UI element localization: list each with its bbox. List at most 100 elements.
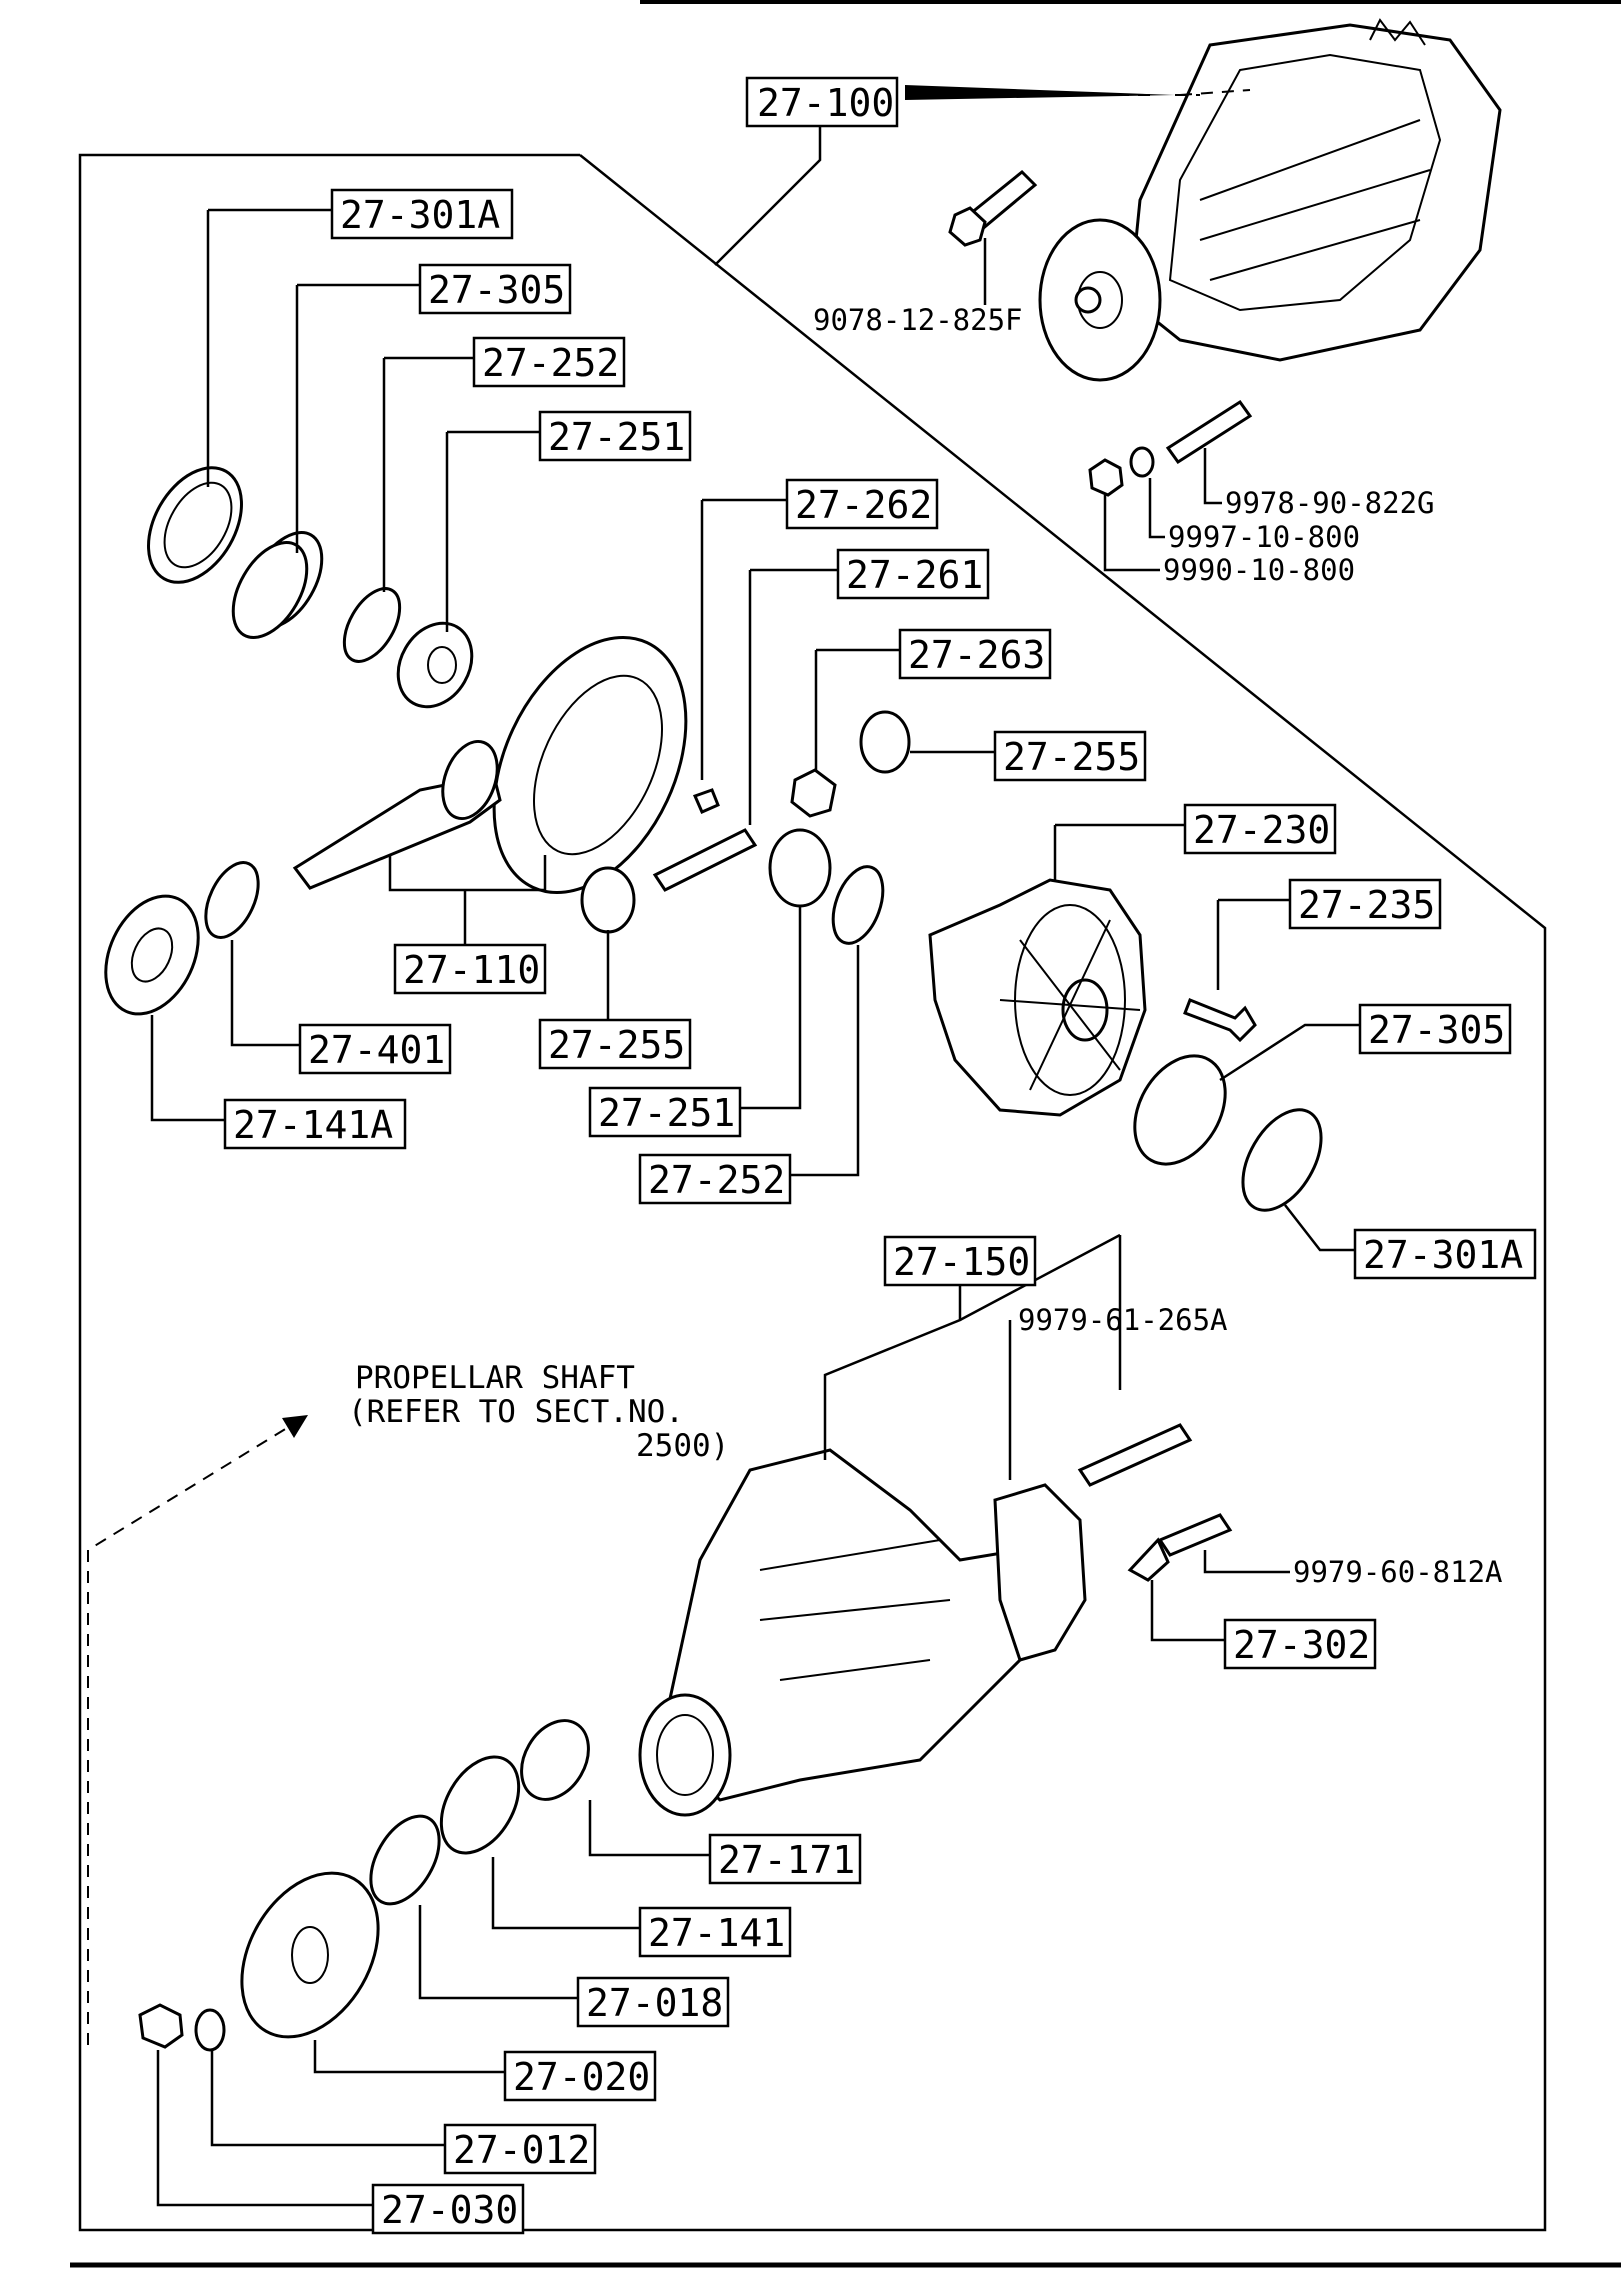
callout-27-141-text: 27-141	[648, 1911, 785, 1955]
propeller-shaft-dashed-path	[87, 1419, 301, 2045]
callout-27-150-text: 27-150	[893, 1240, 1030, 1284]
differential-case-27-230-drawing	[928, 878, 1147, 1117]
callout-27-100[interactable]: 27-100	[745, 76, 899, 128]
washer-27-252-drawing	[342, 587, 402, 663]
callout-27-261-text: 27-261	[846, 553, 983, 597]
callout-27-020[interactable]: 27-020	[503, 2050, 657, 2102]
callout-27-301A-right-text: 27-301A	[1363, 1233, 1523, 1277]
note-line-2: (REFER TO SECT.NO.	[348, 1394, 684, 1430]
pinion-gear-27-255-right-drawing	[859, 710, 911, 774]
callout-27-401-text: 27-401	[308, 1028, 445, 1072]
callout-27-141[interactable]: 27-141	[638, 1906, 792, 1958]
callout-27-305-top[interactable]: 27-305	[418, 263, 572, 315]
callout-27-255-right-text: 27-255	[1003, 735, 1140, 779]
callout-27-235[interactable]: 27-235	[1288, 878, 1442, 930]
callout-27-252-mid[interactable]: 27-252	[638, 1153, 792, 1205]
callout-27-020-text: 27-020	[513, 2055, 650, 2099]
bracket-27-302-drawing	[1127, 1537, 1170, 1582]
callout-wedge-27-100	[905, 85, 1175, 100]
callout-27-305-right[interactable]: 27-305	[1358, 1003, 1512, 1055]
callout-27-171[interactable]: 27-171	[708, 1833, 862, 1885]
callout-27-305-right-text: 27-305	[1368, 1008, 1505, 1052]
callout-27-235-text: 27-235	[1298, 883, 1435, 927]
companion-flange-27-020-drawing	[240, 1871, 380, 2039]
part-number-9990-10-800: 9990-10-800	[1163, 553, 1355, 587]
callout-27-018[interactable]: 27-018	[576, 1976, 730, 2028]
callout-27-302-text: 27-302	[1233, 1623, 1370, 1667]
differential-carrier-27-150-drawing	[638, 1448, 1087, 1817]
callout-27-301A-right[interactable]: 27-301A	[1353, 1228, 1537, 1280]
bearing-cup-27-301A-right-drawing	[1241, 1108, 1323, 1212]
spacer-27-171-drawing	[520, 1719, 590, 1801]
washer-9997-10-800-drawing	[1129, 446, 1155, 478]
bolt-9979-60-812A-drawing	[1157, 1513, 1233, 1557]
callout-27-230[interactable]: 27-230	[1183, 803, 1337, 855]
callout-27-141A[interactable]: 27-141A	[223, 1098, 407, 1150]
pinion-gear-27-255-mid-drawing	[580, 866, 636, 934]
callout-27-012[interactable]: 27-012	[443, 2123, 597, 2175]
bearing-27-141-drawing	[439, 1755, 521, 1855]
assembly-frame	[78, 153, 1547, 2232]
bolt-9078-12-825F-drawing	[948, 169, 1038, 247]
callout-27-261[interactable]: 27-261	[836, 548, 990, 600]
washer-27-401-drawing	[204, 861, 260, 939]
callout-27-252-mid-text: 27-252	[648, 1158, 785, 1202]
bearing-27-305-right-drawing	[1133, 1054, 1227, 1166]
callout-27-251-mid[interactable]: 27-251	[588, 1086, 742, 1138]
stud-9978-90-822G-drawing	[1165, 399, 1253, 465]
callout-27-252-top[interactable]: 27-252	[472, 336, 626, 388]
callout-27-110-text: 27-110	[403, 948, 540, 992]
bearing-27-305-drawing	[231, 531, 324, 639]
bolt-27-235-drawing	[1183, 998, 1257, 1043]
callout-27-150[interactable]: 27-150	[883, 1235, 1037, 1287]
callout-27-012-text: 27-012	[453, 2128, 590, 2172]
washer-27-252-mid-drawing	[831, 865, 885, 945]
callout-27-305-top-text: 27-305	[428, 268, 565, 312]
bolt-9979-61-265A-drawing	[1077, 1423, 1193, 1487]
leader-lines	[150, 125, 1360, 2207]
lock-pin-27-262-drawing	[692, 788, 720, 814]
callout-27-263[interactable]: 27-263	[898, 628, 1052, 680]
part-number-9978-90-822G: 9978-90-822G	[1225, 486, 1435, 520]
callout-27-301A-top[interactable]: 27-301A	[330, 188, 514, 240]
callout-27-100-text: 27-100	[757, 81, 894, 125]
callout-27-018-text: 27-018	[586, 1981, 723, 2025]
thrust-block-27-263-drawing	[790, 768, 837, 818]
part-number-9979-61-265A: 9979-61-265A	[1018, 1303, 1228, 1337]
part-number-9997-10-800: 9997-10-800	[1168, 520, 1360, 554]
note-line-3: 2500)	[636, 1428, 729, 1464]
callout-27-401[interactable]: 27-401	[298, 1023, 452, 1075]
callout-27-262-text: 27-262	[795, 483, 932, 527]
callout-27-230-text: 27-230	[1193, 808, 1330, 852]
washer-27-012-drawing	[194, 2008, 226, 2052]
callout-27-110[interactable]: 27-110	[393, 943, 547, 995]
callout-27-302[interactable]: 27-302	[1223, 1618, 1377, 1670]
callout-27-255-right[interactable]: 27-255	[993, 730, 1147, 782]
ring-gear-drive-pinion-27-110-drawing	[292, 635, 688, 895]
callout-27-251-mid-text: 27-251	[598, 1091, 735, 1135]
pinion-shaft-27-261-drawing	[652, 828, 758, 892]
side-gear-27-251-mid-drawing	[768, 828, 832, 908]
callout-27-252-top-text: 27-252	[482, 341, 619, 385]
nut-27-030-drawing	[138, 2003, 184, 2049]
callout-27-251-top-text: 27-251	[548, 415, 685, 459]
callout-27-263-text: 27-263	[908, 633, 1045, 677]
part-number-9078-12-825F: 9078-12-825F	[813, 303, 1023, 337]
bearing-cup-27-301A-drawing	[147, 466, 243, 584]
callout-27-171-text: 27-171	[718, 1838, 855, 1882]
callout-27-301A-top-text: 27-301A	[340, 193, 500, 237]
differential-carrier-top-drawing	[1038, 18, 1502, 382]
callout-27-030-text: 27-030	[381, 2188, 518, 2232]
nut-9990-10-800-drawing	[1088, 458, 1124, 497]
part-number-9979-60-812A: 9979-60-812A	[1293, 1555, 1503, 1589]
callout-27-141A-text: 27-141A	[233, 1103, 393, 1147]
oil-seal-27-018-drawing	[369, 1814, 441, 1906]
callout-27-262[interactable]: 27-262	[785, 478, 939, 530]
callout-27-255-mid[interactable]: 27-255	[538, 1018, 692, 1070]
callout-27-255-mid-text: 27-255	[548, 1023, 685, 1067]
propeller-shaft-arrow	[282, 1415, 308, 1438]
side-gear-27-251-drawing	[396, 621, 474, 709]
callout-27-030[interactable]: 27-030	[371, 2183, 525, 2235]
callout-27-251-top[interactable]: 27-251	[538, 410, 692, 462]
